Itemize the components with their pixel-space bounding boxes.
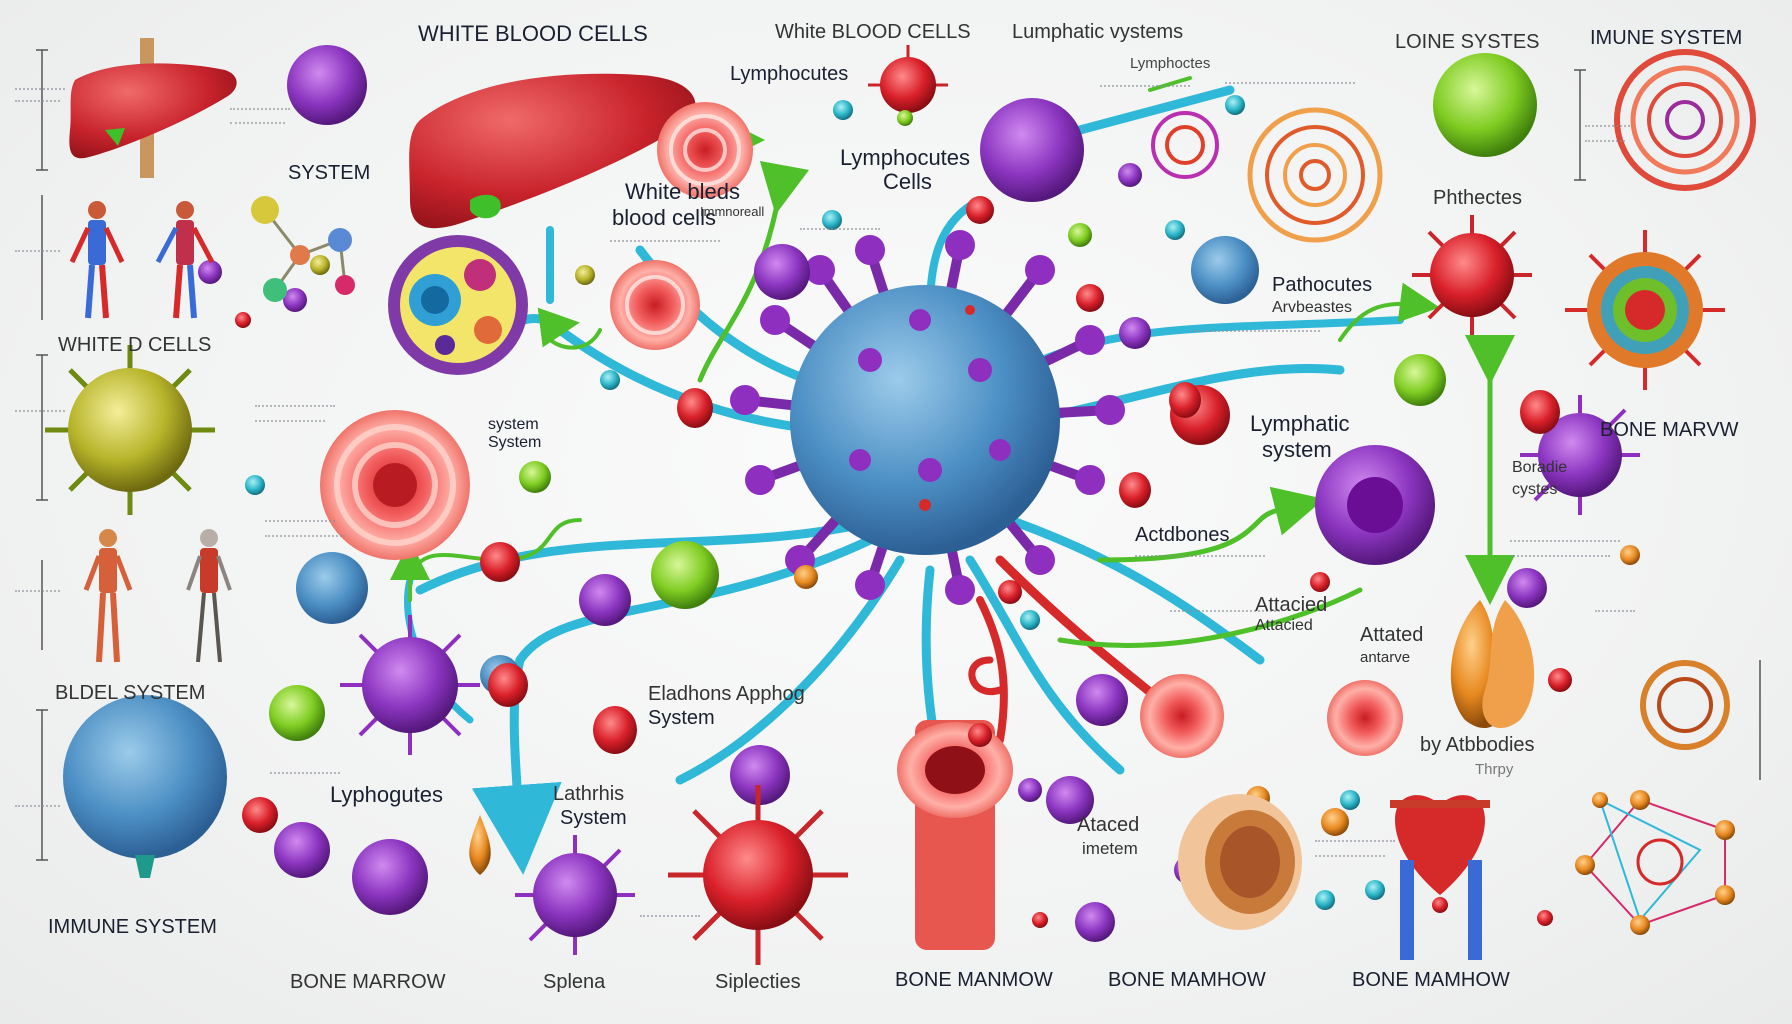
label-system-system-1: system: [488, 417, 539, 434]
label-ataced-1: Ataced: [1077, 815, 1139, 836]
faint-text: [15, 88, 65, 93]
label-attacied-2: Attacied: [1255, 618, 1313, 635]
label-lymphocutes-top: Lymphocutes: [730, 64, 848, 85]
faint-text: [1100, 85, 1190, 90]
blue-cell-icon: [1191, 236, 1259, 304]
label-boradie-2: cystes: [1512, 482, 1557, 499]
faint-text: [1510, 540, 1620, 545]
label-loine-systes: LOINE SYSTES: [1395, 32, 1540, 53]
faint-text: [640, 915, 700, 920]
green-cell-icon: [1394, 354, 1446, 406]
label-lumphatic-vystems: Lumphatic vystems: [1012, 22, 1183, 43]
faint-text: [1190, 330, 1320, 335]
label-lyphogutes: Lyphogutes: [330, 783, 443, 806]
label-imune-system: IMUNE SYSTEM: [1590, 28, 1742, 49]
yellow-pathogen-icon: [45, 345, 215, 515]
rainbow-pathogen-icon: [1565, 230, 1725, 390]
label-bone-marrow-4: BONE MAMHOW: [1352, 970, 1510, 991]
label-bone-marvw: BONE MARVW: [1600, 420, 1739, 441]
faint-text: [15, 100, 60, 105]
label-attated-sub: antarve: [1360, 650, 1410, 666]
faint-text: [1135, 555, 1265, 560]
label-lathrhis-1: Lathrhis: [553, 784, 624, 805]
faint-text: [265, 535, 345, 540]
faint-text: [1585, 140, 1625, 145]
faint-text: [610, 240, 720, 245]
label-ataced-2: imetem: [1082, 840, 1138, 858]
drop-icon: [469, 815, 490, 875]
faint-text: [255, 420, 325, 425]
label-splena: Splena: [543, 972, 605, 993]
heart-icon: [1390, 795, 1490, 960]
faint-text: [1595, 610, 1635, 615]
label-white-blood-cells-top: WHITE BLOOD CELLS: [418, 22, 648, 45]
label-pathocutes-sub: Arvbeastes: [1272, 300, 1352, 317]
green-cell-icon: [269, 685, 325, 741]
label-boradie-1: Boradie: [1512, 460, 1567, 477]
label-white-blood-cells-2: White BLOOD CELLS: [775, 22, 971, 43]
label-bone-marrow-3: BONE MAMHOW: [1108, 970, 1266, 991]
kidney-icon: [1451, 600, 1534, 728]
label-bone-marrow-1: BONE MARROW: [290, 972, 446, 993]
green-cell-icon: [1433, 53, 1537, 157]
label-lymphatic-1: Lymphatic: [1250, 412, 1349, 435]
faint-text: [255, 405, 335, 410]
label-thrpy: Thrpy: [1475, 762, 1513, 778]
faint-text: [1315, 840, 1395, 845]
network-diagram-icon: [1575, 790, 1735, 935]
faint-text: [230, 108, 290, 113]
organelle-cell-icon: [388, 235, 528, 375]
faint-text: [265, 520, 335, 525]
label-system-left: SYSTEM: [288, 163, 370, 184]
label-lymphocutes-cells-2: Cells: [883, 170, 932, 193]
faint-text: [15, 250, 60, 255]
label-attated: Attated: [1360, 625, 1423, 646]
label-lymphatic-2: system: [1262, 438, 1332, 461]
blue-cell-icon: [296, 552, 368, 624]
faint-text: [1225, 82, 1355, 87]
label-attacied-1: Attacied: [1255, 595, 1327, 616]
label-bldel-system: BLDEL SYSTEM: [55, 683, 205, 704]
label-eladhons-1: Eladhons Apphog: [648, 684, 805, 705]
label-lymphocutes-cells-1: Lymphocutes: [840, 146, 970, 169]
label-white-d-cells: WHITE D CELLS: [58, 335, 211, 356]
label-bone-marrow-2: BONE MANMOW: [895, 970, 1053, 991]
label-actdbones: Actdbones: [1135, 525, 1230, 546]
faint-text: [1315, 855, 1385, 860]
molecule-icon: [251, 196, 355, 302]
label-pathocutes: Pathocutes: [1272, 275, 1372, 296]
faint-text: [230, 122, 285, 127]
green-cell-icon: [519, 461, 551, 493]
label-eladhons-2: System: [648, 708, 715, 729]
faint-text: [270, 772, 340, 777]
label-immnoreall: Immnoreall: [700, 205, 764, 219]
label-phthectes: Phthectes: [1433, 188, 1522, 209]
label-by-atbbodies: by Atbbodies: [1420, 735, 1535, 756]
label-immune-system: IMMUNE SYSTEM: [48, 917, 217, 938]
blue-cell-icon: [63, 695, 227, 859]
faint-text: [1510, 555, 1610, 560]
label-white-bleds: White bleds: [625, 180, 740, 203]
faint-text: [800, 228, 880, 233]
label-lathrhis-2: System: [560, 808, 627, 829]
faint-text: [15, 590, 60, 595]
label-siplecties: Siplecties: [715, 972, 801, 993]
green-cell-icon: [651, 541, 719, 609]
faint-text: [1585, 125, 1630, 130]
label-system-system-2: System: [488, 435, 541, 452]
faint-text: [15, 410, 65, 415]
bone-marrow-icon: [1178, 794, 1302, 930]
faint-text: [15, 805, 60, 810]
label-lymphocutes-small: Lymphoctes: [1130, 56, 1210, 72]
small-liver-icon: [69, 38, 236, 178]
